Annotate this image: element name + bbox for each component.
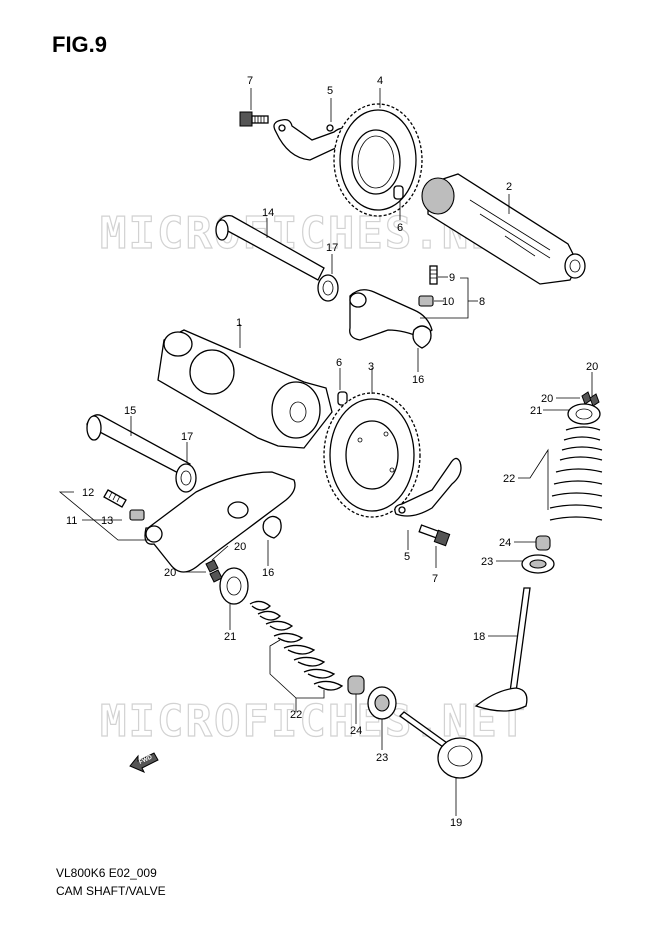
cam-gear-3 <box>323 392 421 518</box>
callout-24-right: 24 <box>499 537 511 549</box>
bolt-7-mid <box>418 524 451 547</box>
callout-16-top: 16 <box>412 374 424 386</box>
camshaft-1 <box>157 329 333 449</box>
callout-3: 3 <box>368 361 374 373</box>
callout-6-top: 6 <box>397 222 403 234</box>
callout-6-mid: 6 <box>336 357 342 369</box>
callout-20-right-a: 20 <box>586 361 598 373</box>
callout-24-left: 24 <box>350 725 362 737</box>
fwd-label: FWD <box>138 754 154 765</box>
valve-spring-22-right <box>549 426 603 521</box>
lock-nut-10 <box>418 295 434 307</box>
dowel-pin-6-top <box>393 185 404 200</box>
callout-22-right: 22 <box>503 473 515 485</box>
callout-10: 10 <box>442 296 454 308</box>
retainer-plate-5-top <box>273 118 350 161</box>
callout-18: 18 <box>473 631 485 643</box>
drawing-code: VL800K6 E02_009 <box>56 866 157 880</box>
figure-title: FIG.9 <box>52 32 108 57</box>
callout-11: 11 <box>66 515 77 527</box>
callout-21-left: 21 <box>224 631 236 643</box>
callout-9: 9 <box>449 272 455 284</box>
cam-gear-4-top <box>333 103 423 217</box>
callout-23-right: 23 <box>481 556 493 568</box>
callout-1: 1 <box>236 317 242 329</box>
valve-spring-22-left <box>249 600 344 691</box>
washer-17-top <box>317 274 339 302</box>
callout-20-left-b: 20 <box>164 567 176 579</box>
spring-retainer-21-left <box>219 567 249 605</box>
callout-5-top: 5 <box>327 85 333 97</box>
drawing-caption: CAM SHAFT/VALVE <box>56 884 166 898</box>
adjust-screw-9 <box>429 265 438 285</box>
retainer-plate-5-mid <box>394 457 462 517</box>
callout-20-right-b: 20 <box>541 393 553 405</box>
valve-stem-seal-24-right <box>535 535 551 551</box>
washer-17-mid <box>175 463 197 493</box>
callout-19: 19 <box>450 817 462 829</box>
valve-cotter-20-right <box>581 391 600 407</box>
callout-14: 14 <box>262 207 274 219</box>
spring-seat-23-left <box>367 686 397 720</box>
callout-7-mid: 7 <box>432 573 438 585</box>
rocker-shaft-14 <box>215 214 325 281</box>
callout-15: 15 <box>124 405 136 417</box>
callout-7-top: 7 <box>247 75 253 87</box>
callout-12: 12 <box>82 487 94 499</box>
valve-cotter-20-left <box>205 559 223 583</box>
lock-nut-13 <box>129 509 145 521</box>
callout-20-left-a: 20 <box>234 541 246 553</box>
valve-19 <box>398 711 483 779</box>
shim-16-mid <box>262 515 282 539</box>
dowel-pin-6-mid <box>337 391 348 406</box>
callout-8: 8 <box>479 296 485 308</box>
shim-16-top <box>412 325 432 349</box>
callout-17-mid: 17 <box>181 431 193 443</box>
bolt-7-top <box>239 111 269 127</box>
callout-21-right: 21 <box>530 405 542 417</box>
spring-retainer-21-right <box>567 403 601 425</box>
leader-lines <box>58 88 593 816</box>
callout-numbers: 7 5 4 2 6 14 17 9 10 8 16 1 6 3 15 17 12… <box>66 75 598 829</box>
callout-5-mid: 5 <box>404 551 410 563</box>
callout-23-left: 23 <box>376 752 388 764</box>
adjust-screw-12 <box>103 489 127 508</box>
spring-seat-23-right <box>521 554 555 574</box>
camshaft-2 <box>421 173 586 285</box>
valve-18 <box>474 587 531 712</box>
rocker-shaft-15 <box>86 414 191 477</box>
rocker-arm-mid <box>144 471 296 573</box>
callout-17-top: 17 <box>326 242 338 254</box>
callout-4: 4 <box>377 75 383 87</box>
callout-22-left: 22 <box>290 709 302 721</box>
callout-13: 13 <box>101 515 113 527</box>
fwd-arrow: FWD <box>129 752 159 773</box>
valve-stem-seal-24-left <box>347 675 365 695</box>
callout-2: 2 <box>506 181 512 193</box>
callout-16-mid: 16 <box>262 567 274 579</box>
